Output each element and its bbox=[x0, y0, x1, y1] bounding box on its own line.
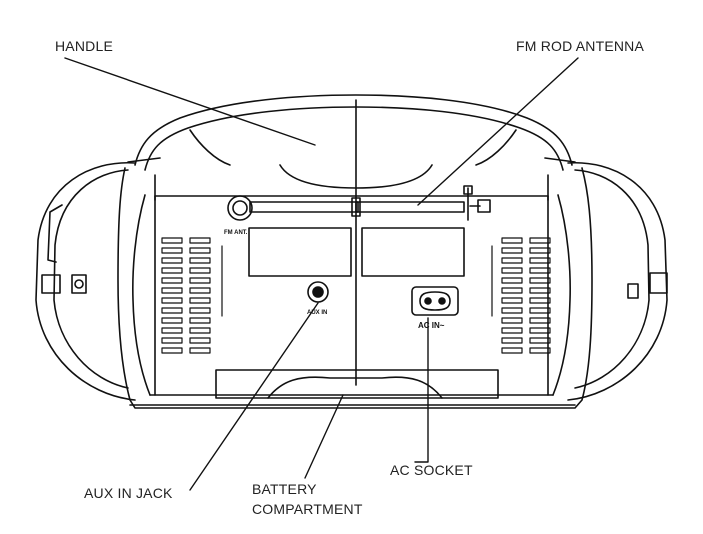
ac-socket bbox=[411, 286, 459, 316]
label-battery-line2: COMPARTMENT bbox=[252, 501, 363, 517]
label-ac-socket: AC SOCKET bbox=[390, 462, 473, 478]
battery-compartment bbox=[215, 369, 499, 399]
label-handle: HANDLE bbox=[55, 38, 113, 54]
aux-in-jack bbox=[307, 281, 329, 303]
label-battery-compartment: BATTERY COMPARTMENT bbox=[252, 479, 363, 519]
fm-ant-marking: FM ANT. bbox=[224, 230, 248, 236]
label-panel-right bbox=[361, 227, 465, 277]
label-battery-line1: BATTERY bbox=[252, 481, 317, 497]
leader-lines bbox=[64, 57, 579, 491]
left-speaker-housing bbox=[35, 162, 136, 401]
carry-handle bbox=[127, 94, 576, 201]
label-panel-left bbox=[248, 227, 352, 277]
right-speaker-housing bbox=[567, 162, 668, 401]
main-body bbox=[117, 99, 593, 409]
ac-in-marking: AC IN~ bbox=[418, 321, 445, 330]
label-fm-rod-antenna: FM ROD ANTENNA bbox=[516, 38, 645, 54]
label-aux-in-jack: AUX IN JACK bbox=[84, 485, 173, 501]
right-vent-grille bbox=[491, 237, 551, 354]
left-vent-grille bbox=[161, 237, 223, 354]
fm-antenna bbox=[227, 185, 491, 221]
aux-in-marking: AUX IN bbox=[307, 310, 327, 316]
